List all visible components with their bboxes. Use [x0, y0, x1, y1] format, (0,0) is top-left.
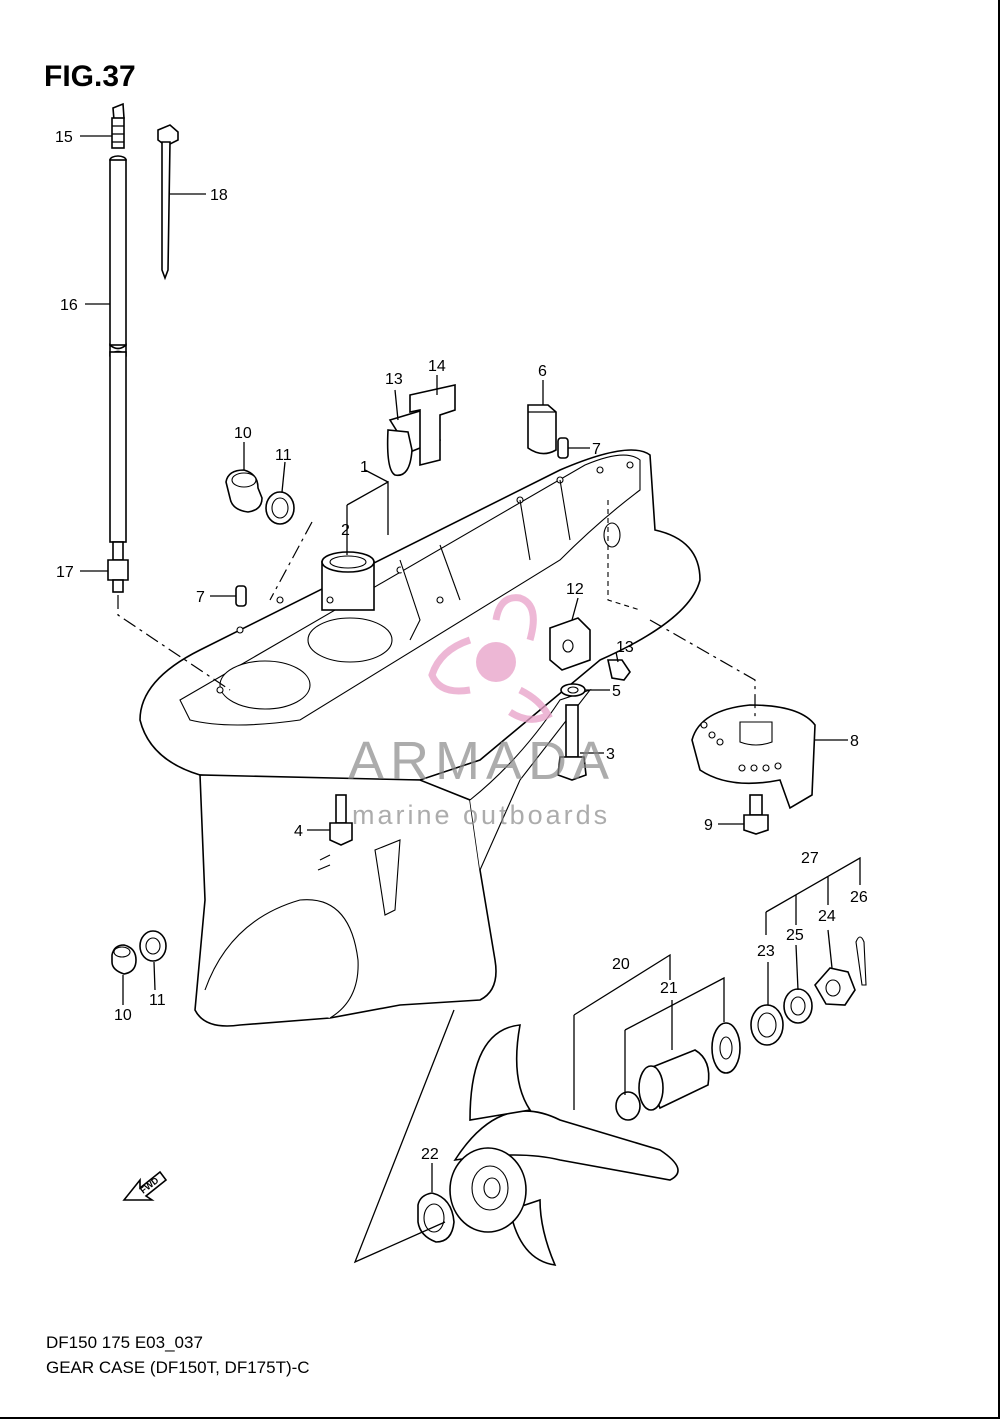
callout-9: 9: [704, 817, 713, 834]
callout-18: 17: [56, 564, 74, 581]
callout-4: 4: [294, 823, 303, 840]
part-7-pin-lower: [235, 585, 247, 607]
watermark-logo-icon: [428, 594, 553, 723]
callout-21: 21: [660, 980, 678, 997]
part-3-bolt: [557, 704, 587, 781]
part-11-washer-lower: [139, 930, 167, 962]
gear-case-body: [139, 449, 701, 1027]
part-12-block: [549, 617, 591, 671]
callout-26: 26: [850, 889, 868, 906]
callout-3: 3: [606, 746, 615, 763]
part-21-bushing: [615, 1022, 741, 1121]
part-9-bolt: [743, 794, 769, 835]
callout-20: 20: [612, 956, 630, 973]
callout-23: 23: [757, 943, 775, 960]
callout-25: 25: [786, 927, 804, 944]
callout-10-upper: 10: [234, 425, 252, 442]
figure-name: GEAR CASE (DF150T, DF175T)-C: [46, 1358, 310, 1377]
part-7-pin-upper: [557, 437, 569, 459]
part-10-plug-upper: [225, 469, 263, 513]
assembly-lines: [117, 500, 756, 718]
part-8-trim-tab: [691, 704, 816, 810]
leader-lines: [80, 135, 861, 1264]
callout-24: 24: [818, 908, 836, 925]
callout-7-upper: 7: [592, 441, 601, 458]
part-4-bolt: [329, 794, 353, 846]
callout-17: 16: [60, 297, 78, 314]
part-25-washer: [783, 988, 813, 1024]
part-18-nipple: [107, 541, 129, 593]
part-11-washer-upper: [265, 491, 295, 525]
callout-2: 2: [341, 522, 350, 539]
part-6-block: [527, 404, 557, 455]
callout-10-lower: 10: [114, 1007, 132, 1024]
fwd-arrow-icon: FWD: [122, 1170, 168, 1201]
callout-15: 14: [428, 358, 446, 375]
callout-11-lower: 11: [149, 992, 166, 1009]
part-24-nut: [814, 967, 856, 1006]
callout-13: 13: [616, 639, 634, 656]
callout-14: 13: [385, 371, 403, 388]
part-19-cable-tie: [157, 124, 179, 281]
callout-11-upper: 11: [275, 447, 292, 464]
callout-19: 18: [210, 187, 228, 204]
callout-labels: 15 16 17 18 1 2 13 14 6 7 7 10 11 12 13 …: [55, 129, 868, 1163]
callout-5: 5: [612, 683, 621, 700]
callout-27: 27: [801, 850, 819, 867]
callout-1: 1: [360, 459, 369, 476]
figure-title: FIG.37: [44, 60, 136, 93]
part-17-tube: [109, 155, 127, 543]
part-5-washer: [560, 683, 586, 697]
callout-12: 12: [566, 581, 584, 598]
watermark-tagline: marine outboards: [352, 800, 611, 830]
part-20-propeller: [449, 1024, 679, 1266]
watermark-brand: ARMADA: [348, 731, 616, 791]
callout-7-lower: 7: [196, 589, 205, 606]
figure-code: DF150 175 E03_037: [46, 1333, 203, 1352]
callout-22: 22: [421, 1146, 439, 1163]
part-16-nipple: [111, 102, 125, 149]
part-14-15-clip: [386, 384, 456, 477]
part-10-plug-lower: [111, 944, 137, 975]
part-22-spacer: [417, 1192, 455, 1243]
part-26-cotter-pin: [855, 936, 867, 986]
part-13-screw: [607, 659, 631, 681]
part-23-lockwasher: [750, 1004, 784, 1046]
callout-6: 6: [538, 363, 547, 380]
callout-8: 8: [850, 733, 859, 750]
callout-16: 15: [55, 129, 73, 146]
